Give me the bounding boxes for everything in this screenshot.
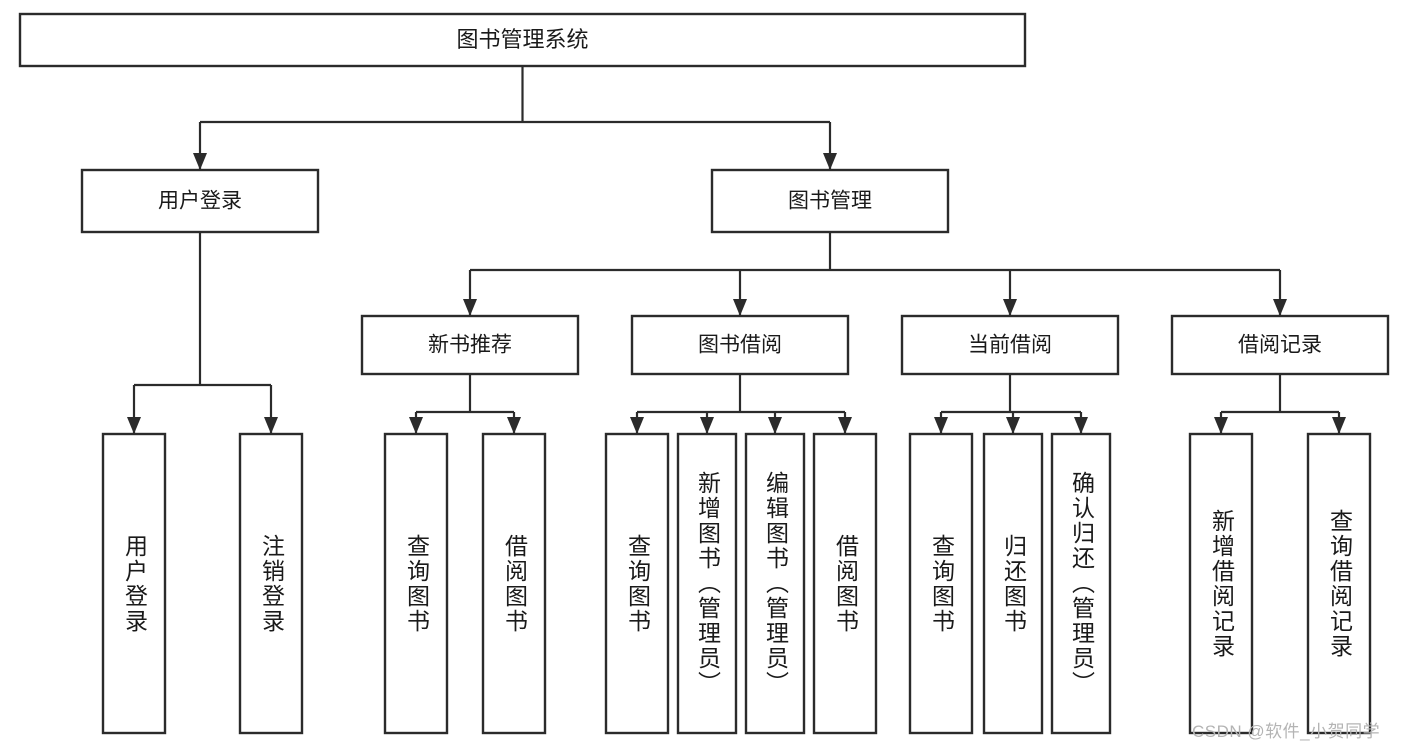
arrow-head-icon-user-login [193,153,207,170]
arrow-head-icon-book-borrow [733,299,747,316]
arrow-head-icon-leaf-confirm-return-admin [1074,417,1088,434]
node-box-leaf-borrow-book-recommend[interactable] [481,432,547,735]
node-label-user-login: 用户登录 [158,190,242,213]
node-label-borrow-record: 借阅记录 [1238,334,1322,357]
node-box-leaf-query-book-current[interactable] [908,432,974,735]
node-box-leaf-user-logout[interactable] [238,432,304,735]
arrow-head-icon-leaf-query-book-current [934,417,948,434]
node-box-new-book-recommend[interactable] [360,314,580,376]
node-box-leaf-query-book-recommend[interactable] [383,432,449,735]
node-label-root: 图书管理系统 [456,27,588,52]
arrow-head-icon-borrow-record [1273,299,1287,316]
arrow-head-icon-leaf-query-book-recommend [409,417,423,434]
node-label-book-borrow: 图书借阅 [698,334,782,357]
node-box-leaf-confirm-return-admin[interactable] [1050,432,1112,735]
node-box-book-manage[interactable] [710,168,950,234]
node-box-root[interactable] [18,12,1027,68]
node-label-new-book-recommend: 新书推荐 [428,334,512,357]
node-box-leaf-add-book-admin[interactable] [676,432,738,735]
node-boxes-group [18,12,1390,735]
node-box-leaf-add-borrow-record[interactable] [1188,432,1254,735]
node-label-book-manage: 图书管理 [788,190,872,213]
arrow-head-icon-leaf-query-book-borrow [630,417,644,434]
arrow-head-icon-new-book-recommend [463,299,477,316]
node-box-leaf-edit-book-admin[interactable] [744,432,806,735]
node-box-leaf-return-book[interactable] [982,432,1044,735]
csdn-watermark: CSDN @软件_小贺同学 [1192,722,1381,741]
node-box-borrow-record[interactable] [1170,314,1390,376]
node-box-leaf-query-borrow-record[interactable] [1306,432,1372,735]
arrow-head-icon-leaf-borrow-book-recommend [507,417,521,434]
arrow-head-icon-leaf-return-book [1006,417,1020,434]
arrow-head-icon-leaf-add-book-admin [700,417,714,434]
arrow-head-icon-leaf-query-borrow-record [1332,417,1346,434]
node-box-leaf-user-login[interactable] [101,432,167,735]
node-box-user-login[interactable] [80,168,320,234]
node-box-leaf-query-book-borrow[interactable] [604,432,670,735]
node-box-current-borrow[interactable] [900,314,1120,376]
arrow-head-icon-leaf-user-logout [264,417,278,434]
arrow-head-icon-leaf-user-login [127,417,141,434]
connector-lines-group [127,66,1346,434]
node-box-leaf-borrow-book[interactable] [812,432,878,735]
arrow-head-icon-book-manage [823,153,837,170]
node-box-book-borrow[interactable] [630,314,850,376]
arrow-head-icon-current-borrow [1003,299,1017,316]
arrow-head-icon-leaf-borrow-book [838,417,852,434]
node-label-current-borrow: 当前借阅 [968,334,1052,357]
arrow-head-icon-leaf-edit-book-admin [768,417,782,434]
arrow-head-icon-leaf-add-borrow-record [1214,417,1228,434]
